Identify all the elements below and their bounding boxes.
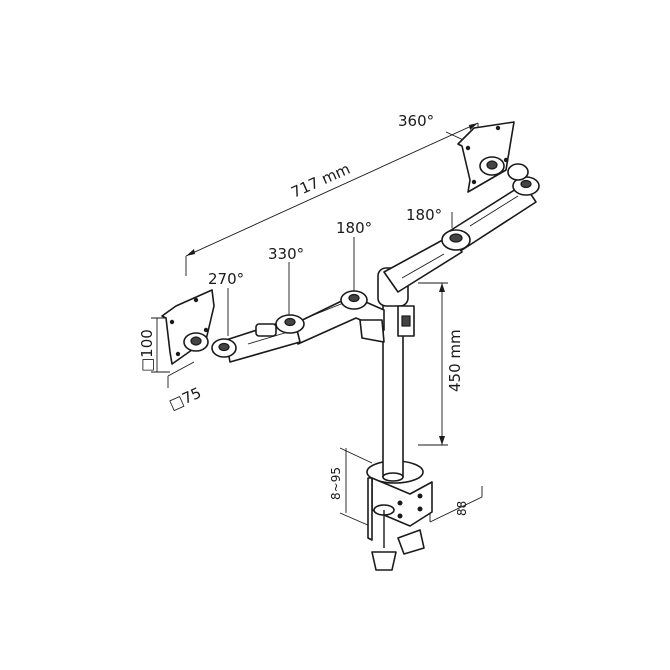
label-rotation-360: 360° — [398, 112, 434, 130]
height-dimension — [418, 282, 448, 446]
label-rotation-330: 330° — [268, 245, 304, 263]
width-dimension — [185, 122, 479, 276]
right-vesa-head — [457, 121, 529, 193]
label-vesa-large: □100 — [138, 329, 156, 372]
left-vesa-head — [161, 289, 237, 365]
right-arm — [383, 176, 540, 293]
label-vesa-small: □75 — [166, 384, 204, 414]
label-clamp-range: 8~95 — [329, 467, 343, 500]
clamp-depth-line — [429, 496, 483, 523]
clamp-dimensions — [339, 447, 483, 527]
left-arm-bracket — [359, 319, 385, 343]
vesa-small-line — [167, 361, 195, 377]
width-arrow-left — [186, 249, 195, 256]
clamp-handle-left — [371, 551, 397, 571]
pole — [377, 267, 415, 482]
left-arm — [225, 290, 385, 363]
vesa-dimensions — [151, 317, 195, 388]
clamp-handle-right — [397, 529, 425, 555]
width-dimension-line — [185, 122, 479, 257]
left-vesa-plate — [161, 289, 215, 365]
label-clamp-depth: 88 — [455, 501, 469, 516]
label-width: 717 mm — [288, 160, 353, 202]
right-arm-segment-1 — [383, 235, 463, 293]
height-arrow-bottom — [439, 436, 445, 445]
label-rotation-180-middle: 180° — [336, 219, 372, 237]
width-arrow-right — [469, 123, 478, 130]
height-arrow-top — [439, 283, 445, 292]
label-rotation-180-right: 180° — [406, 206, 442, 224]
clamp-side — [367, 477, 373, 541]
label-rotation-270: 270° — [208, 270, 244, 288]
right-vesa-plate — [457, 121, 515, 193]
label-height: 450 mm — [446, 329, 464, 392]
